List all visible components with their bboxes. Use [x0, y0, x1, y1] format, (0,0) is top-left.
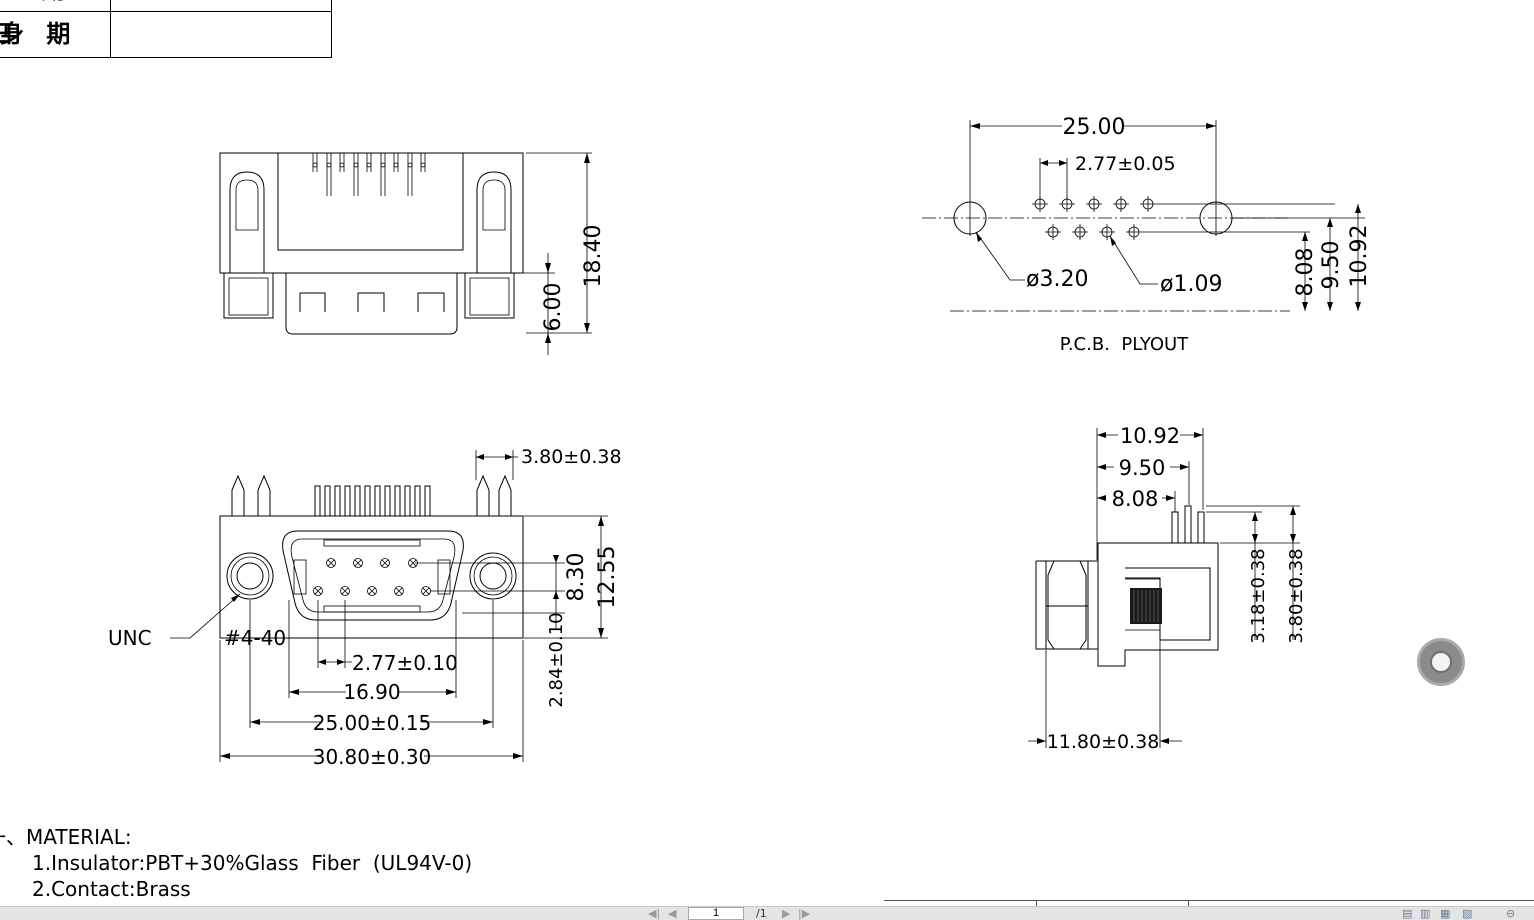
sheet-border-tick — [1188, 900, 1189, 906]
page-total: /1 — [756, 907, 767, 920]
two-page-view-icon[interactable]: ▥ — [1420, 907, 1431, 920]
side-view-body — [1097, 542, 1219, 667]
dim-pcb-hole-large: ø3.20 — [1026, 267, 1088, 292]
last-page-icon[interactable]: |▶ — [798, 907, 811, 920]
top-view-inner — [277, 152, 464, 251]
dim-front-overall-w: 30.80±0.30 — [313, 745, 432, 769]
dim-top-height: 18.40 — [581, 225, 606, 288]
material-heading: 一、MATERIAL: — [0, 825, 132, 849]
sheet-border-bottom — [884, 900, 1534, 907]
dim-front-offset: 2.84±0.10 — [546, 612, 567, 707]
top-view: 18.40 6.00 — [219, 152, 606, 355]
side-view: 10.92 9.50 8.08 3.18±0.38 3.80±0.38 11.8… — [1028, 424, 1307, 753]
next-page-icon[interactable]: ▶ — [782, 907, 791, 920]
dim-pcb-h3: 10.92 — [1347, 225, 1372, 288]
front-view-shell — [282, 530, 464, 621]
thread-label-prefix: #4-40 — [224, 626, 286, 650]
pcb-caption: P.C.B. PLYOUT — [1060, 334, 1189, 355]
material-notes: 一、MATERIAL: 1.Insulator:PBT+30%Glass Fib… — [0, 824, 472, 902]
material-line-1: 1.Insulator:PBT+30%Glass Fiber (UL94V-0) — [32, 851, 473, 875]
dim-pcb-h2: 9.50 — [1319, 241, 1344, 290]
top-view-body — [219, 152, 524, 274]
dim-front-mount: 25.00±0.15 — [313, 711, 432, 735]
dim-pcb-pitch: 2.77±0.05 — [1075, 153, 1176, 175]
dim-side-pin-a: 3.18±0.38 — [1248, 548, 1269, 643]
front-view-flange — [219, 515, 524, 639]
title-row-0-label: / 期身 — [0, 0, 65, 48]
page-number-input[interactable] — [688, 907, 744, 920]
dim-side-pin-b: 3.80±0.38 — [1286, 548, 1307, 643]
sheet-border-tick — [1036, 900, 1037, 906]
single-page-view-icon[interactable]: ▤ — [1402, 907, 1413, 920]
dim-top-shell: 6.00 — [541, 283, 566, 332]
pcb-pin-row-bottom — [1045, 224, 1142, 240]
continuous-view-icon[interactable]: ▦ — [1440, 907, 1451, 920]
facing-view-icon[interactable]: ▧ — [1462, 907, 1473, 920]
thread-label: UNC — [108, 626, 152, 650]
first-page-icon[interactable]: ◀| — [648, 907, 661, 920]
viewer-status-bar: ◀| ◀ /1 ▶ |▶ ▤ ▥ ▦ ▧ ⊖ — [0, 906, 1534, 920]
dim-front-row: 8.30 — [564, 553, 589, 602]
title-row-1-label: 日 期 — [0, 19, 83, 48]
title-row-1: 日 期 — [0, 11, 332, 58]
material-line-2: 2.Contact:Brass — [32, 877, 191, 901]
dim-side-a: 10.92 — [1120, 424, 1180, 448]
dim-front-shell-w: 16.90 — [343, 680, 400, 704]
front-view-standoff-left — [226, 552, 274, 600]
prev-page-icon[interactable]: ◀ — [668, 907, 677, 920]
dim-side-depth: 11.80±0.38 — [1047, 731, 1160, 753]
front-view-contacts — [313, 558, 431, 596]
dim-side-c: 8.08 — [1112, 487, 1159, 511]
title-block: / 期身 日 期 — [0, 0, 332, 58]
floating-tool-button[interactable] — [1417, 638, 1465, 686]
dim-front-pin-len: 3.80±0.38 — [521, 446, 622, 468]
dim-pcb-total: 25.00 — [1063, 115, 1126, 140]
pcb-layout: 25.00 2.77±0.05 ø3.20 ø1.09 — [922, 114, 1372, 355]
pcb-pin-row-top — [1032, 196, 1156, 212]
dim-front-overall-h: 12.55 — [595, 546, 620, 609]
front-view-pins-top — [231, 474, 512, 516]
top-right-lock — [476, 171, 512, 273]
dim-pcb-hole-small: ø1.09 — [1160, 272, 1222, 297]
top-left-lock — [229, 171, 265, 273]
dim-front-pitch: 2.77±0.10 — [352, 651, 458, 675]
top-view-pins — [312, 153, 426, 196]
front-view-standoff-right — [469, 552, 517, 600]
front-view: 3.80±0.38 8.30 12.55 2.84±0.10 2.77±0.10… — [108, 446, 622, 769]
dim-pcb-h1: 8.08 — [1293, 248, 1318, 297]
zoom-out-icon[interactable]: ⊖ — [1506, 907, 1516, 920]
dim-side-b: 9.50 — [1119, 456, 1166, 480]
